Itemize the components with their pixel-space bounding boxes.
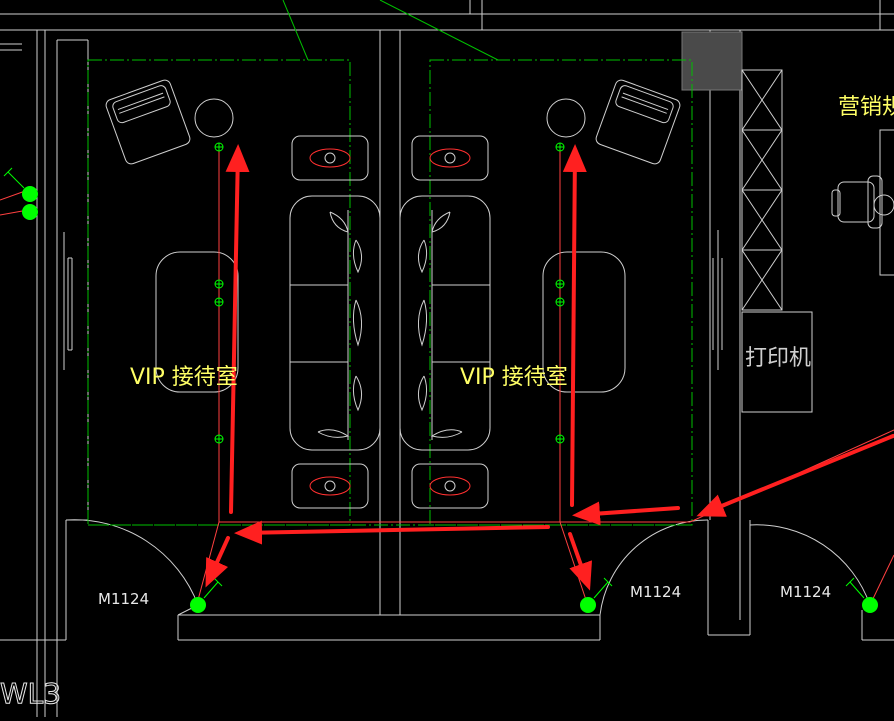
bottom-walls xyxy=(0,519,894,641)
room-label-left: VIP 接待室 xyxy=(130,365,238,390)
light-switches xyxy=(3,167,878,613)
round-table-left xyxy=(194,98,234,138)
leader-lines xyxy=(282,0,499,61)
circuit-label: WL3 xyxy=(0,677,61,710)
top-wall xyxy=(0,0,894,51)
sofa-right xyxy=(399,195,491,451)
coffee-table-right xyxy=(542,251,626,393)
door-tag-right: M1124 xyxy=(780,583,831,601)
door-tag-middle: M1124 xyxy=(630,583,681,601)
sofa-left xyxy=(289,195,381,451)
end-tables xyxy=(291,135,489,509)
armchair-left xyxy=(105,79,191,165)
printer-label: 打印机 xyxy=(745,346,811,371)
room-label-right: VIP 接待室 xyxy=(460,365,568,390)
dark-column-block xyxy=(681,31,743,91)
office-chair xyxy=(831,175,894,229)
coffee-table-left xyxy=(155,251,239,393)
marketing-label: 营销规 xyxy=(838,95,894,120)
door-tag-left: M1124 xyxy=(98,590,149,608)
storage-cabinets xyxy=(741,69,894,413)
armchair-right xyxy=(595,79,681,165)
wiring-arrows xyxy=(205,144,894,591)
round-table-right xyxy=(546,98,586,138)
